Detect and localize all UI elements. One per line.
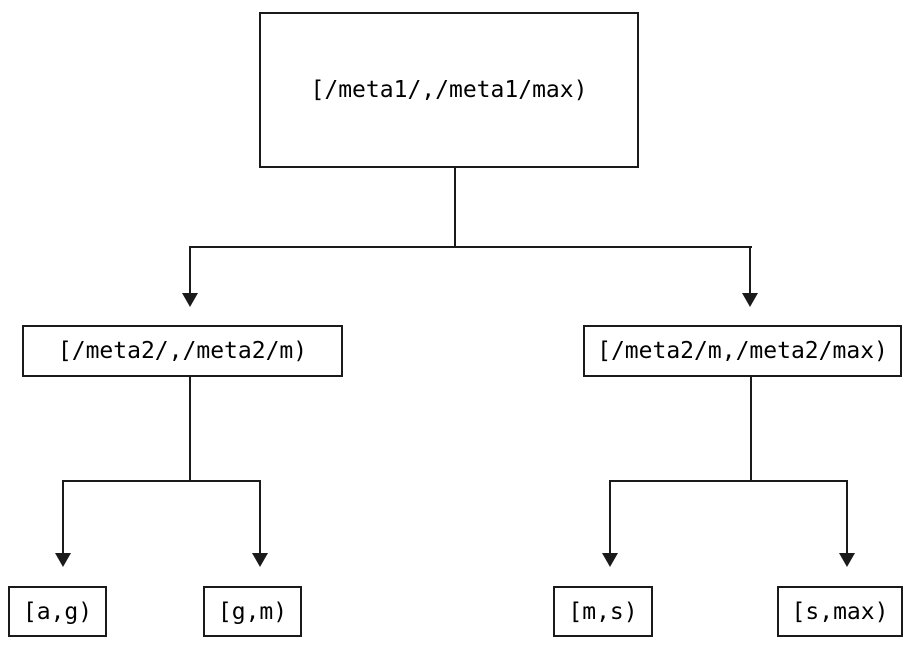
- arrow-down-icon: [742, 293, 758, 307]
- edge-root-to-left: [189, 246, 191, 294]
- edge-root-to-right: [749, 246, 751, 294]
- edge-root-stem: [454, 168, 456, 248]
- node-right-range: [/meta2/m,/meta2/max): [583, 325, 902, 377]
- node-left-range: [/meta2/,/meta2/m): [22, 325, 343, 377]
- node-leaf-ag-label: [a,g): [22, 598, 93, 625]
- edge-right-stem: [750, 377, 752, 482]
- edge-root-rail: [189, 246, 752, 248]
- arrow-down-icon: [182, 293, 198, 307]
- edge-left-rail: [62, 480, 261, 482]
- edge-left-to-leaf-gm: [259, 480, 261, 553]
- node-leaf-ms-label: [m,s): [568, 598, 638, 625]
- edge-left-to-leaf-ag: [62, 480, 64, 553]
- node-leaf-smax: [s,max): [777, 586, 903, 637]
- arrow-down-icon: [602, 553, 618, 567]
- node-leaf-smax-label: [s,max): [791, 598, 889, 625]
- edge-right-to-leaf-smax: [846, 480, 848, 553]
- arrow-down-icon: [252, 553, 268, 567]
- node-left-label: [/meta2/,/meta2/m): [57, 338, 308, 364]
- node-root-range: [/meta1/,/meta1/max): [259, 12, 639, 168]
- node-leaf-gm-label: [g,m): [217, 598, 288, 625]
- edge-right-rail: [609, 480, 848, 482]
- node-leaf-gm: [g,m): [203, 586, 302, 637]
- edge-left-stem: [189, 377, 191, 482]
- arrow-down-icon: [55, 553, 71, 567]
- node-root-label: [/meta1/,/meta1/max): [310, 77, 588, 103]
- node-leaf-ms: [m,s): [553, 586, 653, 637]
- edge-right-to-leaf-ms: [609, 480, 611, 553]
- arrow-down-icon: [839, 553, 855, 567]
- node-leaf-ag: [a,g): [8, 586, 107, 637]
- node-right-label: [/meta2/m,/meta2/max): [597, 338, 888, 364]
